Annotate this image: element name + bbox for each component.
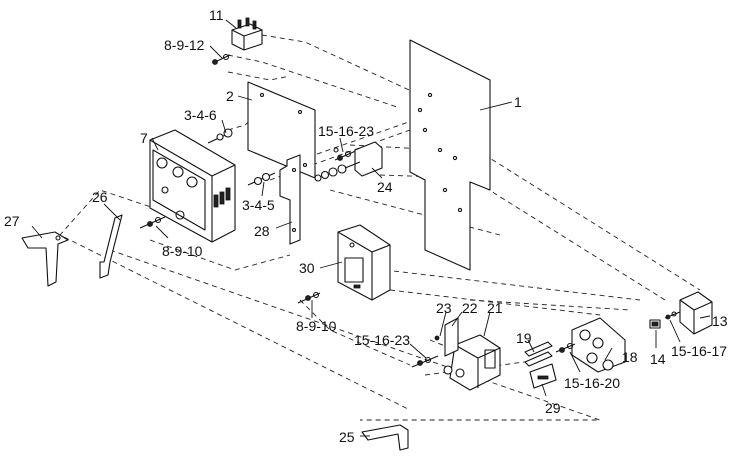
- assembly-dashed-lines: [59, 34, 701, 421]
- label-11: 11: [209, 7, 224, 23]
- label-18: 18: [622, 349, 638, 365]
- part-11-relay: [231, 17, 263, 51]
- part-number-labels: 11 8-9-12 2 3-4-6 7 1 15-16-23 24 3-4-5 …: [4, 7, 728, 445]
- screw-15-16-20: [555, 342, 576, 353]
- part-2-plate: [247, 81, 316, 179]
- label-26: 26: [92, 189, 108, 205]
- part-30-contactor-box: [337, 224, 391, 301]
- part-26-bracket: [99, 214, 123, 279]
- label-3-4-6: 3-4-6: [184, 107, 217, 123]
- screw-8-9-12: [212, 53, 231, 65]
- screw-8-9-10-upper: [139, 216, 166, 229]
- label-27: 27: [4, 213, 20, 229]
- part-19-fuse-link: [524, 341, 553, 367]
- part-18-fuse-holder: [571, 317, 626, 373]
- part-25-bracket: [361, 424, 409, 451]
- part-21-contactor: [443, 334, 501, 391]
- label-7: 7: [140, 130, 148, 146]
- part-27-bracket: [21, 231, 69, 287]
- label-1: 1: [514, 94, 522, 110]
- part-7-controller: [149, 129, 236, 243]
- label-15-16-23-upper: 15-16-23: [318, 123, 374, 139]
- label-28: 28: [254, 223, 270, 239]
- part-24-fuse-assembly: [314, 141, 383, 182]
- part-1-mounting-plate: [409, 39, 491, 271]
- label-15-16-23-lower: 15-16-23: [354, 332, 410, 348]
- label-15-16-20: 15-16-20: [564, 375, 620, 391]
- screw-3-4-5: [247, 172, 276, 186]
- label-22: 22: [462, 300, 478, 316]
- label-8-9-10-upper: 8-9-10: [162, 243, 203, 259]
- label-30: 30: [299, 260, 315, 276]
- screw-8-9-10-lower: [297, 291, 321, 304]
- label-14: 14: [650, 351, 666, 367]
- label-21: 21: [487, 300, 503, 316]
- label-13: 13: [712, 313, 728, 329]
- screw-15-16-23-lower: [411, 355, 439, 368]
- screw-15-16-17: [664, 311, 681, 320]
- label-8-9-10-lower: 8-9-10: [296, 318, 337, 334]
- label-2: 2: [226, 88, 234, 104]
- part-13-relay: [679, 291, 713, 335]
- label-23: 23: [436, 300, 452, 316]
- label-25: 25: [339, 429, 355, 445]
- screw-3-4-6: [207, 128, 233, 144]
- label-8-9-12: 8-9-12: [164, 37, 205, 53]
- label-19: 19: [516, 330, 532, 346]
- part-14-fuse: [649, 319, 661, 329]
- part-23-screw: [434, 335, 440, 341]
- part-29-fuse-link: [529, 363, 557, 389]
- screw-15-16-23-upper: [333, 147, 359, 161]
- label-29: 29: [545, 400, 561, 416]
- label-24: 24: [377, 179, 393, 195]
- part-22-bracket: [444, 317, 459, 357]
- label-15-16-17: 15-16-17: [671, 343, 727, 359]
- part-28-bracket: [279, 154, 301, 245]
- leader-lines: [31, 19, 711, 437]
- label-3-4-5: 3-4-5: [242, 197, 275, 213]
